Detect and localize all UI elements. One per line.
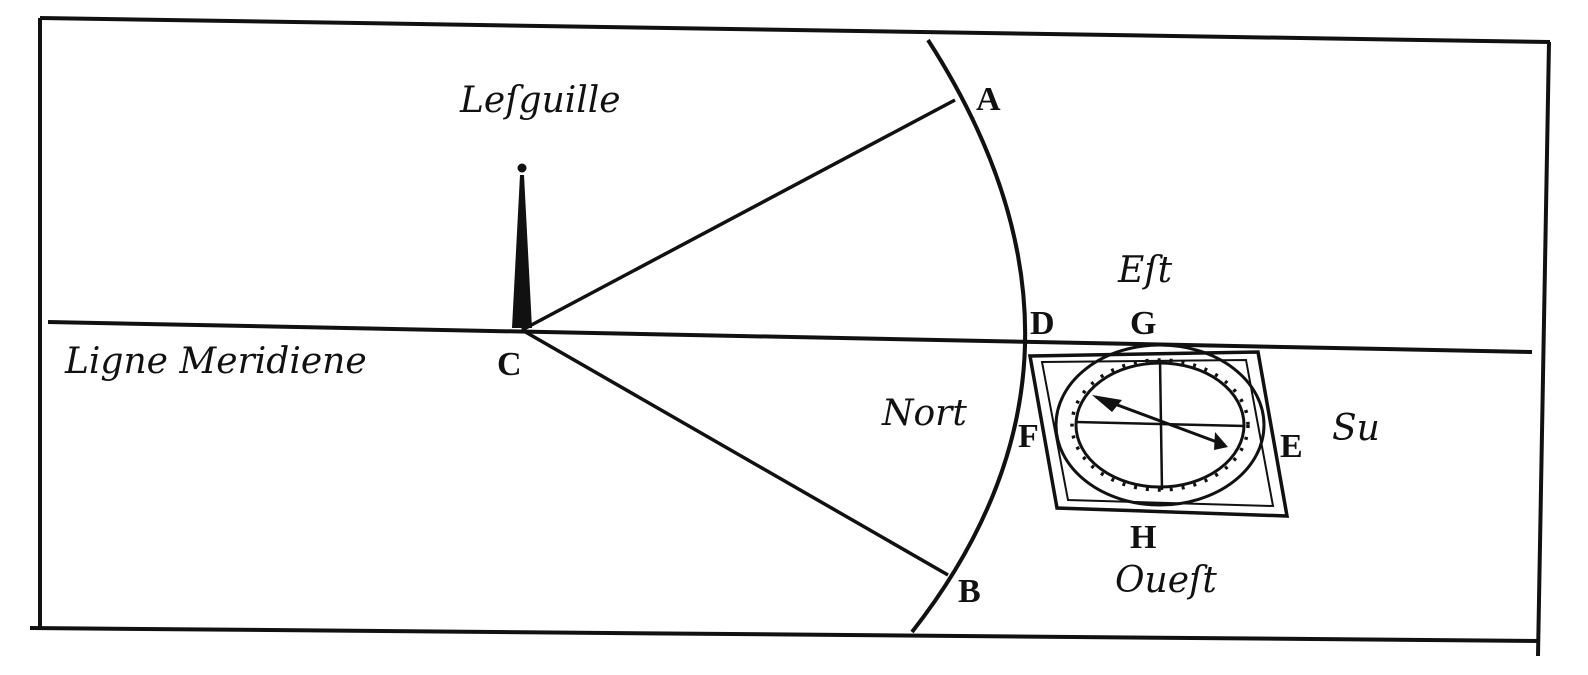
line-cb (521, 328, 949, 577)
point-e: E (1280, 428, 1303, 465)
compass (1027, 343, 1290, 518)
meridian-line (47, 320, 1533, 354)
point-c: C (497, 346, 522, 383)
point-f: F (1018, 418, 1039, 455)
label-meridian: Ligne Meridiene (64, 341, 367, 382)
point-a: A (976, 81, 1001, 118)
label-east: Eſt (1117, 250, 1173, 291)
label-south: Su (1332, 408, 1380, 449)
point-b: B (958, 573, 981, 610)
line-ca (521, 98, 956, 332)
arc-adb (910, 38, 1028, 634)
point-h: H (1130, 519, 1156, 556)
label-west: Oueſt (1115, 560, 1217, 601)
label-needle: Leſguille (459, 80, 621, 121)
label-north: Nort (881, 393, 967, 434)
compass-needle-arrow (1092, 395, 1228, 450)
point-d: D (1030, 305, 1055, 342)
point-g: G (1130, 305, 1156, 342)
needle-gnomon (512, 163, 532, 328)
frame (29, 16, 1551, 657)
